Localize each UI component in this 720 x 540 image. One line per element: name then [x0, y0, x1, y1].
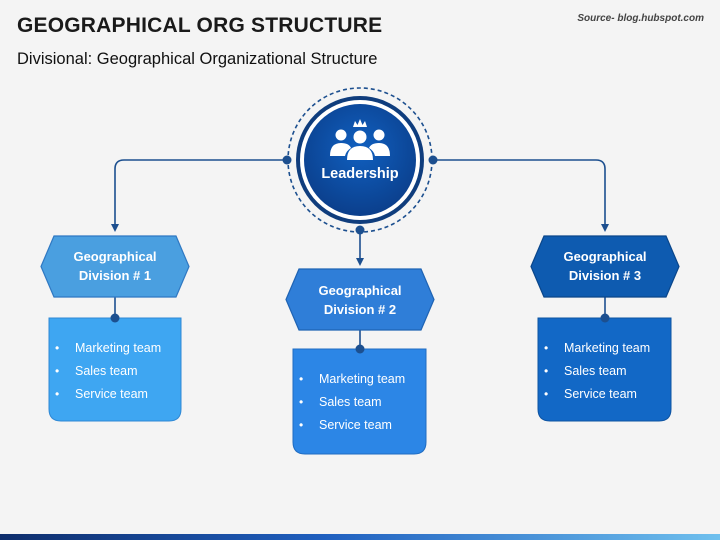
page-title: GEOGRAPHICAL ORG STRUCTURE: [17, 14, 383, 37]
division-3-label: Geographical Division # 3: [530, 247, 680, 285]
division-2-label: Geographical Division # 2: [285, 281, 435, 319]
list-item: Service team: [50, 383, 161, 406]
division-2-header: [285, 268, 435, 331]
division-3-label-line1: Geographical: [563, 249, 647, 264]
list-item: Sales team: [294, 391, 405, 414]
division-2-label-line1: Geographical: [318, 283, 402, 298]
division-3-label-line2: Division # 3: [568, 268, 642, 283]
list-item: Marketing team: [50, 337, 161, 360]
leadership-group-icon: [330, 119, 390, 160]
list-item: Service team: [294, 414, 405, 437]
list-item: Service team: [539, 383, 650, 406]
list-item: Sales team: [539, 360, 650, 383]
list-item: Sales team: [50, 360, 161, 383]
list-item: Marketing team: [294, 368, 405, 391]
division-3-team-list: Marketing team Sales team Service team: [539, 337, 650, 406]
source-credit: Source- blog.hubspot.com: [577, 13, 704, 24]
leadership-node: [282, 87, 438, 235]
division-1-label-line2: Division # 1: [78, 268, 152, 283]
division-2-label-line2: Division # 2: [323, 302, 397, 317]
division-1-header: [40, 235, 190, 298]
division-1-team-list: Marketing team Sales team Service team: [50, 337, 161, 406]
bottom-accent-bar: [0, 534, 720, 540]
leadership-label: Leadership: [321, 166, 399, 182]
list-item: Marketing team: [539, 337, 650, 360]
division-3-header: [530, 235, 680, 298]
division-1-label: Geographical Division # 1: [40, 247, 190, 285]
division-2-team-list: Marketing team Sales team Service team: [294, 368, 405, 437]
division-1-label-line1: Geographical: [73, 249, 157, 264]
page-subtitle: Divisional: Geographical Organizational …: [17, 50, 378, 68]
